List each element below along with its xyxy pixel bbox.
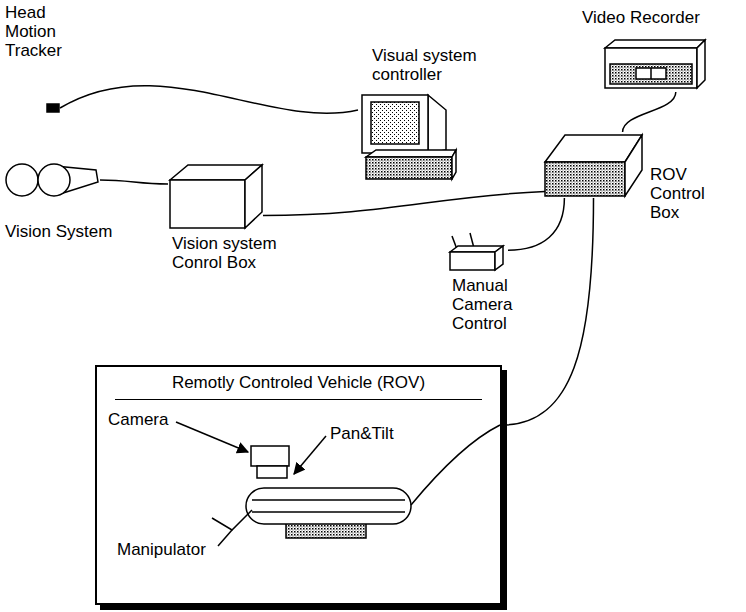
part-label: Camera	[108, 410, 168, 429]
cable	[263, 191, 545, 215]
cable	[502, 198, 594, 425]
device-label: Vision system Conrol Box	[172, 234, 312, 272]
device-node: Manual Camera Control	[446, 240, 508, 274]
device-node: Vision system Conrol Box	[168, 163, 263, 233]
device-label: Vision System	[5, 222, 112, 241]
device-label: ROV Control Box	[650, 165, 714, 222]
cable	[100, 180, 168, 184]
device-node: Video Recorder	[603, 38, 707, 92]
device-node: Head Motion Tracker	[46, 103, 60, 113]
vehicle-frame: Remotly Controled Vehicle (ROV)	[95, 365, 502, 605]
device-label: Head Motion Tracker	[5, 3, 77, 60]
cable	[508, 198, 564, 250]
part-label: Pan&Tilt	[330, 424, 394, 443]
device-label: Manual Camera Control	[452, 276, 526, 333]
part-label: Manipulator	[117, 540, 206, 559]
device-node: ROV Control Box	[545, 132, 642, 198]
cable	[623, 92, 676, 132]
device-label: Visual system controller	[372, 46, 492, 84]
device-label: Video Recorder	[582, 8, 700, 27]
device-node: Visual system controller	[358, 92, 458, 182]
frame-title: Remotly Controled Vehicle (ROV)	[115, 373, 482, 400]
cable	[60, 86, 358, 114]
device-node: Vision System	[5, 158, 100, 202]
